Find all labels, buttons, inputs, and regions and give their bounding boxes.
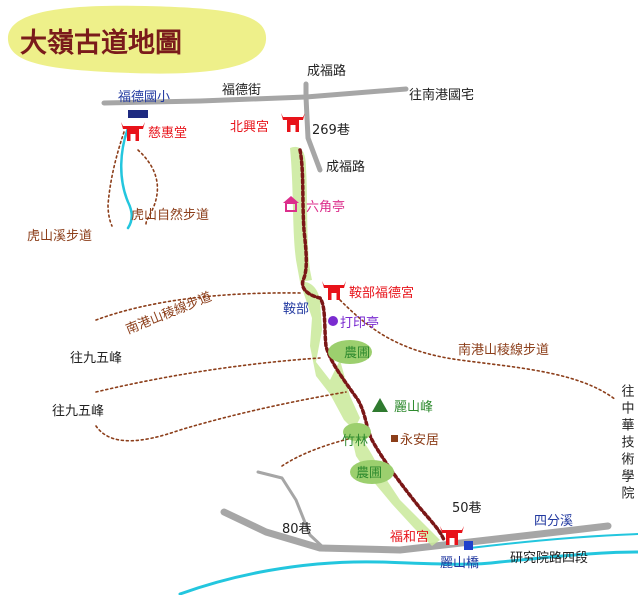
farm-areas	[328, 340, 394, 484]
temple-icon	[281, 113, 305, 132]
title-text: 大嶺古道地圖	[20, 27, 182, 59]
temple-icon	[121, 122, 145, 141]
markers	[121, 110, 473, 550]
label-farm-1: 農圃	[344, 346, 370, 361]
label-anbu-fude-temple: 鞍部福德宮	[349, 285, 414, 301]
road-lane-80	[256, 470, 328, 552]
stamp-point-icon	[328, 316, 338, 326]
label-lane-269: 269巷	[312, 123, 350, 138]
temple-door	[449, 538, 455, 545]
label-hexagon-pavilion: 六角亭	[306, 199, 345, 215]
road-chengfu-south	[303, 94, 323, 173]
label-farm-2: 農圃	[356, 466, 382, 481]
trail-to-jiuwu-1	[95, 357, 321, 393]
temple-door	[130, 134, 136, 141]
label-chengfu-road: 成福路	[326, 159, 365, 175]
label-nangang-ridge-left: 南港山稜線步道	[124, 289, 214, 338]
bamboo-area	[343, 423, 371, 441]
highlight-middle	[300, 281, 360, 430]
label-bamboo: 竹林	[342, 434, 368, 449]
label-fude-street: 福德街	[222, 83, 261, 98]
temple-door	[331, 293, 337, 300]
label-yanjiuyuan-road: 研究院路四段	[510, 550, 588, 566]
label-chengfu-road-top: 成福路	[307, 63, 346, 79]
roads	[101, 81, 612, 554]
label-anbu: 鞍部	[283, 301, 309, 317]
label-to-nangang: 往南港國宅	[409, 87, 474, 103]
stream-hushan	[120, 126, 133, 230]
label-fude-school: 福德國小	[118, 90, 170, 105]
label-lishan-bridge: 麗山橋	[440, 556, 479, 571]
map-title: 大嶺古道地圖	[7, 5, 267, 74]
label-nangang-ridge-right: 南港山稜線步道	[458, 342, 549, 358]
farm-area-2	[350, 460, 394, 484]
label-to-jiuwu-1: 往九五峰	[70, 351, 122, 366]
label-beixing-temple: 北興宮	[230, 119, 269, 135]
label-fuhe-temple: 福和宮	[390, 529, 429, 545]
temple-icon-cihui	[121, 122, 145, 141]
main-trail-daling	[298, 148, 446, 542]
house-icon	[391, 435, 398, 442]
temple-icon	[440, 526, 464, 545]
stream-sifen-upper	[469, 533, 638, 549]
label-lishan-peak: 麗山峰	[394, 400, 433, 415]
temple-icon-beixing	[281, 113, 305, 132]
label-to-jiuwu-2: 往九五峰	[52, 404, 104, 419]
label-to-zhonghua-vertical: 往中華技術學院	[619, 384, 635, 503]
highlight-south	[350, 430, 440, 546]
label-lane-80: 80巷	[282, 522, 312, 537]
farm-area-1	[328, 340, 372, 364]
road-main	[220, 508, 612, 554]
title-bubble	[7, 5, 267, 74]
trail-bamboo	[281, 435, 361, 467]
pavilion-icon	[283, 196, 299, 212]
trail-ridge-west	[95, 292, 301, 321]
temple-icon-fuhe	[440, 526, 464, 545]
label-hushan-creek-trail: 虎山溪步道	[27, 229, 92, 244]
trail-ridge-east	[339, 299, 617, 401]
label-sifen-creek: 四分溪	[534, 514, 573, 529]
school-marker-icon	[128, 110, 148, 118]
trail-hushan-nature	[137, 149, 159, 225]
trail-hushan-creek	[107, 131, 125, 227]
road-fude-street	[101, 86, 409, 106]
label-lane-50: 50巷	[452, 501, 482, 516]
peak-icon	[372, 398, 388, 412]
label-yongan: 永安居	[400, 433, 439, 448]
temple-icon-anbu	[322, 281, 346, 300]
pavilion-body	[285, 202, 297, 212]
trail-to-jiuwu-2	[95, 391, 347, 442]
label-cihui-temple: 慈惠堂	[148, 126, 187, 141]
label-hushan-nature-trail: 虎山自然步道	[131, 207, 209, 223]
temple-icon	[322, 281, 346, 300]
side-trails	[95, 131, 617, 467]
stream-sifen	[178, 550, 638, 595]
pavilion-roof	[283, 196, 299, 203]
streams	[120, 126, 638, 595]
label-stamp-pavilion: 打印亭	[340, 315, 379, 331]
bridge-marker-icon	[464, 541, 473, 550]
temple-door	[290, 125, 296, 132]
